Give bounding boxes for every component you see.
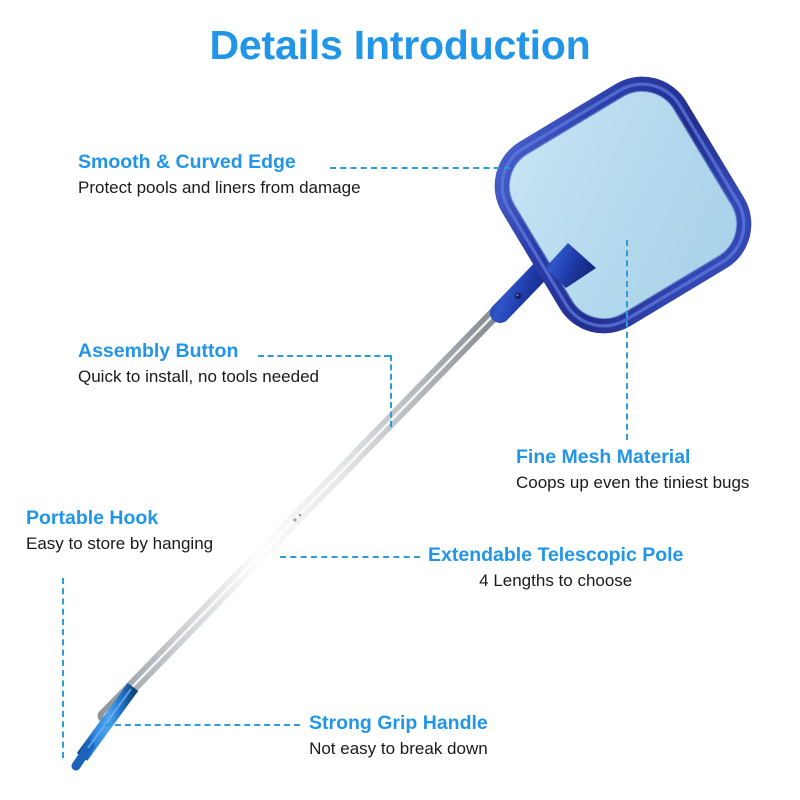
leader-line-fine-mesh-material bbox=[626, 240, 628, 440]
callout-title-assembly-button: Assembly Button bbox=[78, 340, 239, 362]
callout-title-fine-mesh-material: Fine Mesh Material bbox=[516, 446, 691, 468]
callout-fine-mesh-material: Fine Mesh Material Coops up even the tin… bbox=[516, 447, 749, 492]
callout-subtitle-extendable-telescopic-pole: 4 Lengths to choose bbox=[479, 571, 633, 591]
assembly-collar bbox=[490, 248, 563, 323]
leader-line-strong-grip-handle bbox=[105, 724, 300, 726]
callout-portable-hook: Portable Hook Easy to store by hanging bbox=[26, 508, 213, 553]
leader-line-assembly-button-horizontal bbox=[258, 355, 390, 357]
callout-title-smooth-curved-edge: Smooth & Curved Edge bbox=[78, 151, 296, 173]
callout-assembly-button: Assembly Button Quick to install, no too… bbox=[78, 341, 319, 386]
strong-grip-handle bbox=[71, 683, 139, 771]
leader-line-telescopic-pole bbox=[280, 556, 420, 558]
page-title: Details Introduction bbox=[209, 22, 591, 68]
callout-strong-grip-handle: Strong Grip Handle Not easy to break dow… bbox=[309, 713, 488, 758]
callout-title-portable-hook: Portable Hook bbox=[26, 507, 159, 529]
callout-smooth-curved-edge: Smooth & Curved Edge Protect pools and l… bbox=[78, 152, 361, 197]
callout-title-extendable-telescopic-pole: Extendable Telescopic Pole bbox=[428, 544, 684, 566]
frame-yoke bbox=[545, 243, 596, 288]
callout-subtitle-strong-grip-handle: Not easy to break down bbox=[309, 739, 488, 759]
callout-subtitle-smooth-curved-edge: Protect pools and liners from damage bbox=[78, 178, 361, 198]
leader-line-smooth-curved-edge bbox=[330, 167, 510, 169]
callout-subtitle-assembly-button: Quick to install, no tools needed bbox=[78, 367, 319, 387]
net-head bbox=[494, 76, 752, 334]
callout-subtitle-fine-mesh-material: Coops up even the tiniest bugs bbox=[516, 473, 750, 493]
callout-title-strong-grip-handle: Strong Grip Handle bbox=[309, 712, 488, 734]
leader-line-portable-hook bbox=[62, 578, 64, 758]
callout-subtitle-portable-hook: Easy to store by hanging bbox=[26, 534, 214, 554]
leader-line-assembly-button-vertical bbox=[390, 355, 392, 427]
callout-extendable-telescopic-pole: Extendable Telescopic Pole 4 Lengths to … bbox=[428, 545, 683, 590]
